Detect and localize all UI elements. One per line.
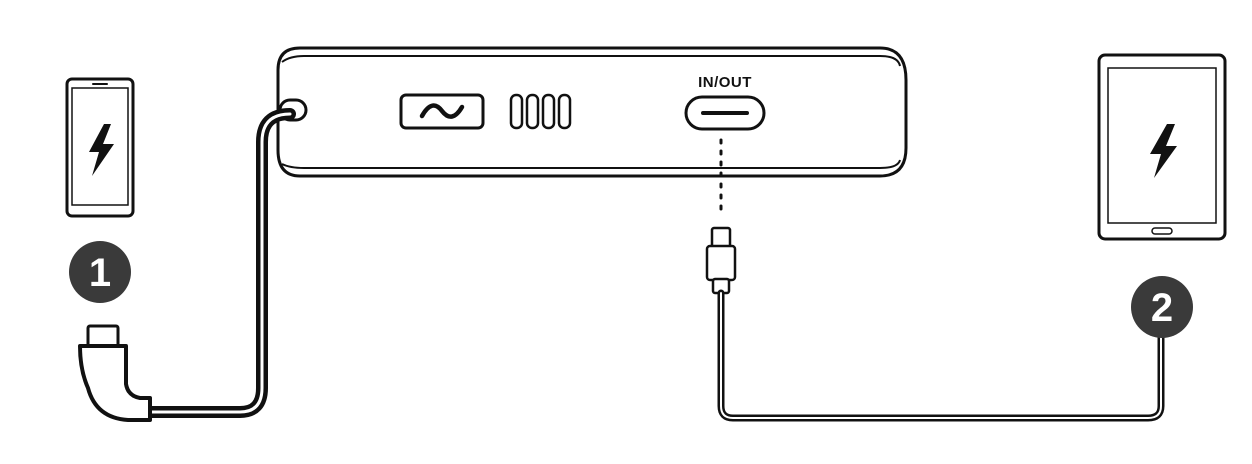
port-label: IN/OUT (698, 74, 752, 91)
usb-c-plug-body (705, 244, 737, 282)
cable-to-phone (146, 108, 296, 418)
smartphone (65, 77, 135, 218)
lightning-bolt-icon (1150, 124, 1177, 178)
power-bank-top-edge (281, 55, 901, 67)
power-button (399, 93, 485, 130)
led-indicator (509, 93, 524, 130)
tablet (1097, 53, 1227, 241)
usb-c-cable (705, 226, 1165, 422)
angled-plug-body (78, 344, 152, 422)
cable-to-tablet (717, 289, 1165, 422)
phone-cable (78, 108, 296, 422)
led-indicators (509, 93, 572, 130)
led-indicator (525, 93, 540, 130)
power-bank-outline (276, 46, 908, 178)
step-number: 2 (1151, 286, 1173, 330)
wave-icon (419, 103, 465, 119)
tablet-home-button (1151, 227, 1173, 235)
power-bank-bottom-edge (281, 159, 901, 169)
step-number: 1 (89, 251, 111, 295)
led-indicator (557, 93, 572, 130)
step-badge-2: 2 (1131, 276, 1193, 338)
power-bank: IN/OUT (276, 46, 908, 178)
lightning-bolt-icon (89, 124, 114, 176)
led-indicator (541, 93, 556, 130)
step-badge-1: 1 (69, 241, 131, 303)
usb-c-port (684, 95, 766, 131)
